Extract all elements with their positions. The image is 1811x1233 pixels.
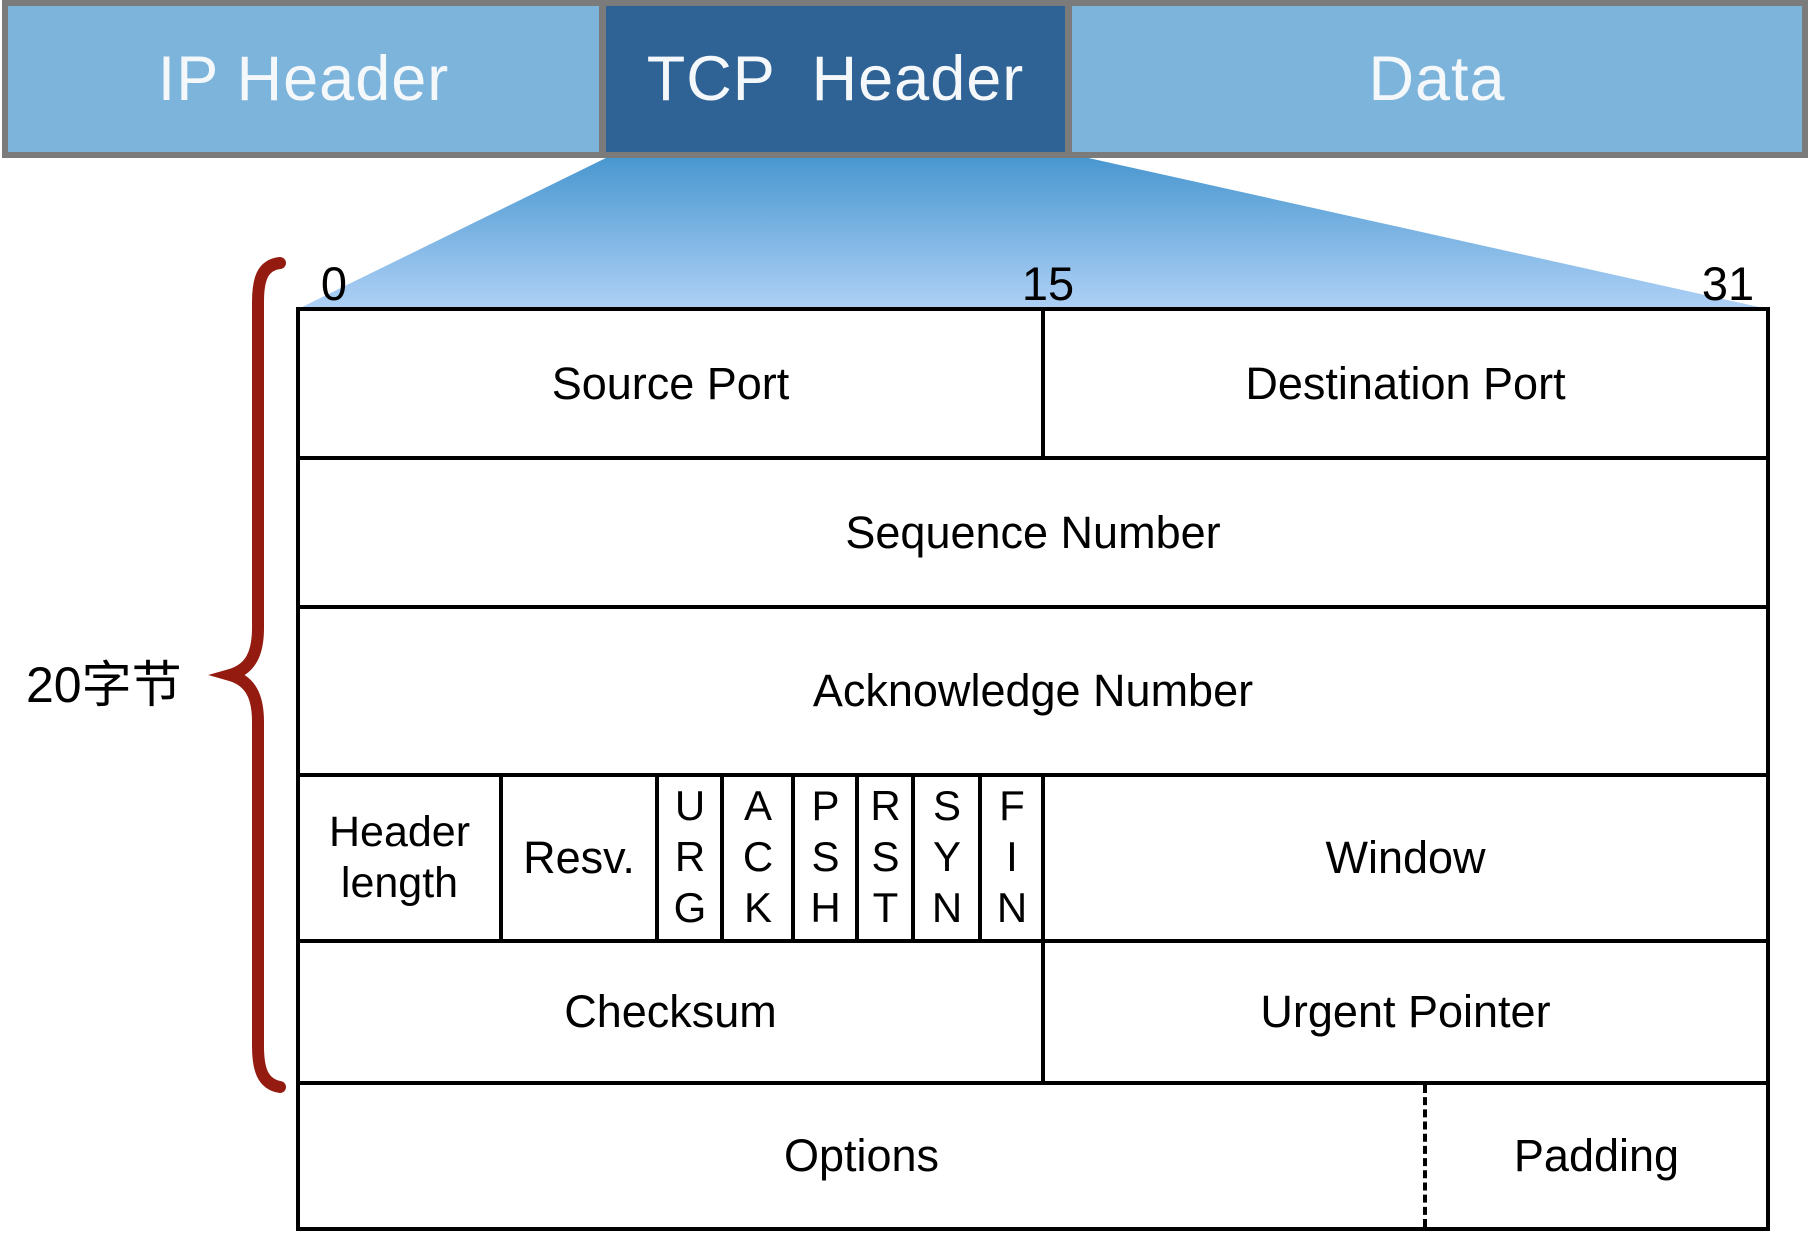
tcp-header-box: TCP Header (606, 6, 1065, 152)
row-options: Options Padding (300, 1085, 1766, 1227)
row-ports: Source Port Destination Port (300, 311, 1766, 460)
encapsulation-bar: IP Header TCP Header Data (2, 0, 1808, 158)
ip-header-box: IP Header (8, 6, 599, 152)
flag-fin-label: FIN (988, 781, 1036, 935)
tcp-header-label: TCP Header (646, 44, 1025, 114)
cell-flag-syn: SYN (915, 777, 982, 939)
row-flags: Header length Resv. URG ACK PSH RST SYN … (300, 777, 1766, 943)
cell-source-port: Source Port (300, 311, 1045, 456)
cell-sequence-number: Sequence Number (845, 506, 1221, 558)
cell-flag-rst: RST (859, 777, 915, 939)
cell-acknowledge-number: Acknowledge Number (812, 665, 1254, 716)
flag-syn-label: SYN (923, 781, 971, 935)
cell-options: Options (300, 1085, 1427, 1227)
data-box: Data (1072, 6, 1802, 152)
tcp-header-field-table: Source Port Destination Port Sequence Nu… (296, 307, 1770, 1231)
ip-header-label: IP Header (157, 44, 450, 114)
bit-label-15: 15 (1021, 257, 1075, 310)
cell-padding: Padding (1513, 1130, 1680, 1181)
cell-urgent-pointer: Urgent Pointer (1260, 986, 1551, 1037)
data-label: Data (1368, 44, 1506, 114)
row-sequence-number: Sequence Number (300, 460, 1766, 609)
cell-flag-fin: FIN (982, 777, 1045, 939)
bit-label-31: 31 (1701, 257, 1755, 310)
row-acknowledge-number: Acknowledge Number (300, 609, 1766, 777)
cell-flag-psh: PSH (795, 777, 859, 939)
twenty-byte-label: 20字节 (26, 657, 182, 713)
flag-ack-label: ACK (734, 781, 782, 935)
flag-psh-label: PSH (802, 781, 849, 935)
cell-flag-ack: ACK (724, 777, 795, 939)
cell-checksum: Checksum (300, 943, 1045, 1081)
twenty-byte-brace (208, 257, 286, 1093)
row-checksum: Checksum Urgent Pointer (300, 943, 1766, 1085)
bit-label-0: 0 (320, 257, 348, 310)
cell-flag-urg: URG (659, 777, 724, 939)
flag-rst-label: RST (862, 781, 909, 935)
zoom-funnel-shape (298, 155, 1768, 309)
cell-reserved: Resv. (503, 777, 659, 939)
cell-header-length: Header length (300, 777, 503, 939)
cell-destination-port: Destination Port (1245, 357, 1566, 409)
flag-urg-label: URG (666, 781, 714, 935)
cell-window: Window (1325, 832, 1486, 883)
